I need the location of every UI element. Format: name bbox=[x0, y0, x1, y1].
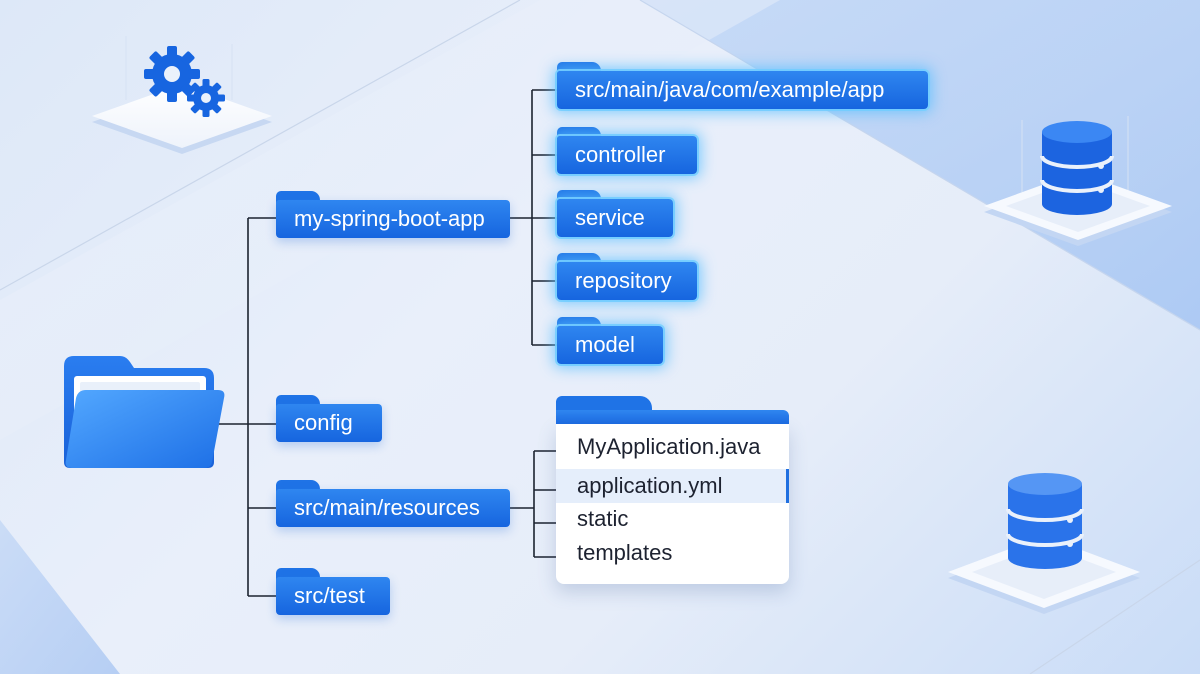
folder-repository[interactable]: repository bbox=[557, 253, 697, 300]
file-label: MyApplication.java bbox=[577, 434, 761, 459]
folder-label: src/main/java/com/example/app bbox=[575, 77, 885, 102]
folder-my-spring-boot-app[interactable]: my-spring-boot-app bbox=[276, 191, 510, 238]
folder-label: model bbox=[575, 332, 635, 357]
open-folder-icon bbox=[64, 356, 225, 468]
settings-platform bbox=[92, 36, 272, 154]
folder-config[interactable]: config bbox=[276, 395, 382, 442]
file-item[interactable]: static bbox=[556, 502, 789, 536]
folder-src-main-resources[interactable]: src/main/resources bbox=[276, 480, 510, 527]
database-icon bbox=[1006, 473, 1084, 569]
folder-model[interactable]: model bbox=[557, 317, 663, 364]
folder-label: src/test bbox=[294, 583, 365, 608]
folder-label: src/main/resources bbox=[294, 495, 480, 520]
folder-src-test[interactable]: src/test bbox=[276, 568, 390, 615]
folder-src-main-java-com-example-app[interactable]: src/main/java/com/example/app bbox=[557, 62, 928, 109]
folder-label: controller bbox=[575, 142, 666, 167]
resources-files-panel: MyApplication.java application.yml stati… bbox=[556, 396, 789, 588]
folder-label: repository bbox=[575, 268, 672, 293]
panel-header bbox=[556, 410, 789, 426]
database-icon bbox=[1040, 121, 1114, 215]
folder-service[interactable]: service bbox=[557, 190, 673, 237]
file-label: application.yml bbox=[577, 473, 723, 498]
file-label: static bbox=[577, 506, 629, 531]
file-label: templates bbox=[577, 540, 673, 565]
folder-controller[interactable]: controller bbox=[557, 127, 697, 174]
database-platform-bottom bbox=[948, 536, 1140, 614]
file-list: MyApplication.java application.yml stati… bbox=[556, 424, 789, 584]
folder-label: config bbox=[294, 410, 353, 435]
file-item[interactable]: MyApplication.java bbox=[556, 430, 789, 464]
file-item[interactable]: templates bbox=[556, 536, 789, 570]
folder-label: service bbox=[575, 205, 645, 230]
file-item-selected[interactable]: application.yml bbox=[556, 469, 789, 503]
gears-icon bbox=[144, 46, 225, 117]
folder-label: my-spring-boot-app bbox=[294, 206, 485, 231]
